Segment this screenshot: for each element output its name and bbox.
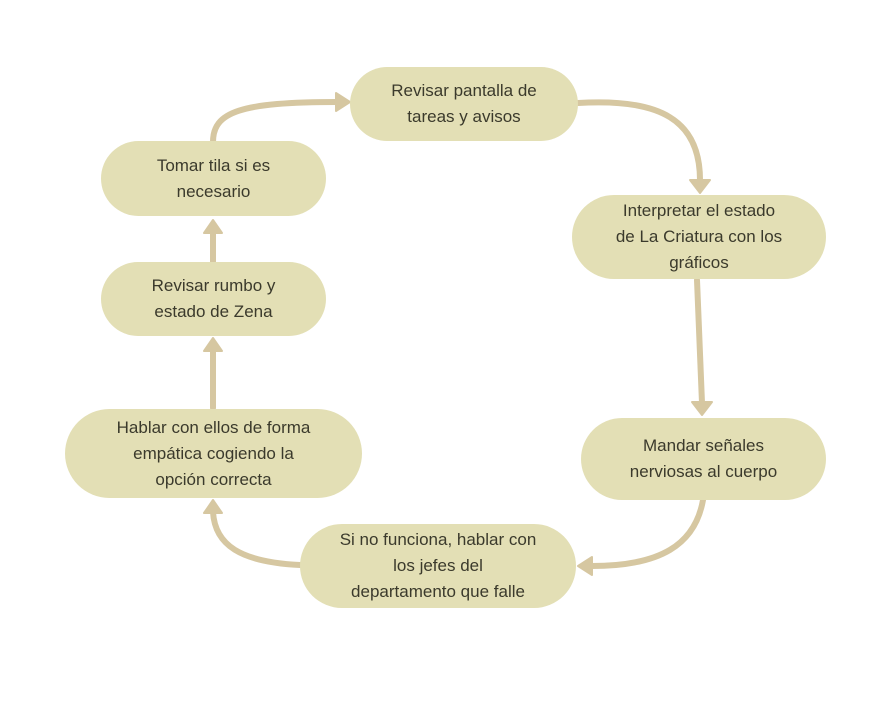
arrowhead-icon [203,219,223,234]
node-label: Tomar tila si es necesario [156,155,271,201]
node-revisar-rumbo: Revisar rumbo y estado de Zena [101,262,326,336]
node-si-no-funciona: Si no funciona, hablar con los jefes del… [300,524,576,608]
arrowhead-icon [335,92,351,112]
node-mandar-senales: Mandar señales nerviosas al cuerpo [581,418,826,500]
node-interpretar: Interpretar el estado de La Criatura con… [572,195,826,279]
arrowhead-icon [203,337,223,352]
node-label: Revisar pantalla de tareas y avisos [391,81,537,126]
edge-interpretar-to-mandar [694,277,705,406]
arrowhead-icon [691,401,713,416]
edge-mandar-to-si-no [589,497,706,569]
node-revisar-pantalla: Revisar pantalla de tareas y avisos [350,67,578,141]
node-tomar-tila: Tomar tila si es necesario [101,141,326,216]
edge-tomar-to-revisar-pantalla [210,99,341,145]
node-hablar: Hablar con ellos de forma empática cogie… [65,409,362,498]
node-label: Si no funciona, hablar con los jefes del… [339,530,537,601]
arrowhead-icon [203,499,223,514]
edge-revisar-pantalla-to-interpretar [575,99,703,183]
node-label: Interpretar el estado de La Criatura con… [615,201,783,272]
node-label: Hablar con ellos de forma empática cogie… [116,417,311,489]
node-label: Mandar señales nerviosas al cuerpo [629,436,778,481]
node-label: Revisar rumbo y estado de Zena [151,276,276,321]
edge-si-no-to-hablar [210,509,303,568]
arrowhead-icon [689,179,711,194]
arrowhead-icon [577,556,593,576]
